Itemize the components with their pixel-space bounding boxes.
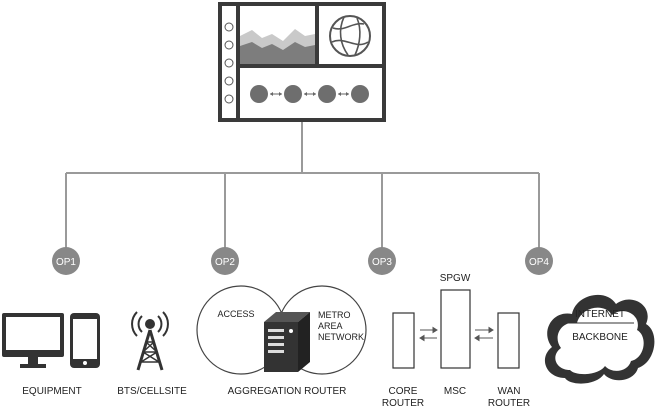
wan-router-label-1: WAN <box>498 386 521 397</box>
op2-badge: OP2 <box>211 247 239 275</box>
core-router-box <box>392 312 415 369</box>
connector-lines <box>65 122 540 250</box>
wan-router-label-2: ROUTER <box>488 398 530 407</box>
op3-label: OP3 <box>372 257 392 268</box>
equipment-label: EQUIPMENT <box>22 386 81 397</box>
metro-label-3: NETWORK <box>318 332 364 342</box>
aggregation-label: AGGREGATION ROUTER <box>228 386 347 397</box>
dashboard-window <box>218 2 386 122</box>
msc-label: MSC <box>444 386 466 397</box>
op4-label: OP4 <box>529 257 549 268</box>
wan-router-box <box>497 312 520 369</box>
op1-label: OP1 <box>56 257 76 268</box>
globe-panel <box>319 6 382 64</box>
core-router-label-1: CORE <box>389 386 418 397</box>
msc-box <box>440 289 471 369</box>
exchange-arrows-left <box>419 326 438 342</box>
metro-label-1: METRO <box>318 310 351 320</box>
bts-label: BTS/CELLSITE <box>117 386 187 397</box>
node-chain-panel <box>240 68 382 118</box>
spgw-label: SPGW <box>440 273 471 284</box>
exchange-arrows-right <box>474 326 494 342</box>
core-router-label-2: ROUTER <box>382 398 424 407</box>
smartphone-icon <box>70 313 100 368</box>
op1-badge: OP1 <box>52 247 80 275</box>
cloud-icon <box>544 294 655 384</box>
internet-label: INTERNET <box>575 309 625 320</box>
server-icon <box>264 312 310 372</box>
monitor-icon <box>2 313 64 368</box>
op4-badge: OP4 <box>525 247 553 275</box>
access-label: ACCESS <box>217 309 254 319</box>
backbone-label: BACKBONE <box>572 332 628 343</box>
metro-label-2: AREA <box>318 321 343 331</box>
globe-icon <box>329 15 371 57</box>
op2-label: OP2 <box>215 257 235 268</box>
cell-tower-icon <box>131 311 169 371</box>
op3-badge: OP3 <box>368 247 396 275</box>
area-chart-panel <box>240 6 315 64</box>
